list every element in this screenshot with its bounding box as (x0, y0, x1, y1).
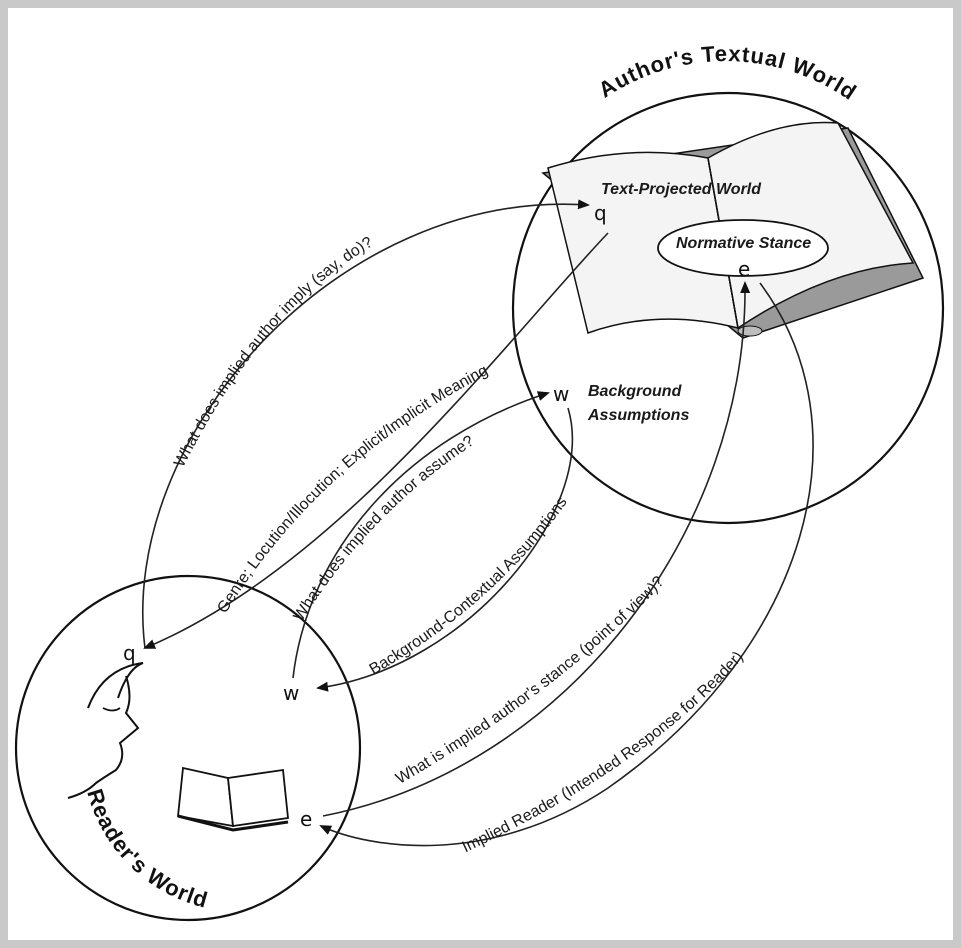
background-assumptions-line2: Assumptions (587, 407, 689, 424)
author-e: e (738, 257, 750, 281)
label-imply-path: What does implied author imply (say, do)… (171, 234, 376, 470)
diagram-canvas: Text-Projected World Normative Stance q … (14, 41, 945, 922)
arc-genre (143, 232, 609, 649)
label-implied-reader-path: Implied Reader (Intended Response for Re… (460, 648, 747, 856)
label-background: Background-Contextual Assumptions (367, 494, 571, 678)
label-background-path: Background-Contextual Assumptions (367, 494, 571, 678)
author-world: Text-Projected World Normative Stance q … (511, 41, 945, 525)
background-assumptions-line1: Background (588, 383, 683, 400)
label-assume-path: What does implied author assume? (291, 433, 478, 625)
author-q: q (594, 201, 607, 225)
reader-w: w (283, 681, 299, 705)
reader-e: e (300, 807, 312, 831)
label-implied-reader: Implied Reader (Intended Response for Re… (460, 648, 747, 856)
reader-face-icon (67, 662, 144, 799)
reader-book-icon (177, 766, 289, 832)
author-w: w (553, 382, 569, 406)
arc-background (316, 407, 574, 692)
reader-q: q (123, 641, 136, 665)
normative-stance-label: Normative Stance (676, 235, 811, 252)
label-genre-path: Genre; Locution/Illocution; Explicit/Imp… (214, 362, 490, 616)
arc-assume (292, 391, 550, 679)
label-genre: Genre; Locution/Illocution; Explicit/Imp… (214, 362, 490, 616)
reader-world-circle (14, 574, 362, 922)
arc-stance (322, 281, 751, 817)
normative-stance-ellipse (657, 219, 829, 277)
arc-implied-reader (319, 282, 814, 847)
label-assume: What does implied author assume? (291, 433, 478, 625)
label-imply: What does implied author imply (say, do)… (171, 234, 376, 470)
arc-imply (142, 199, 590, 649)
reader-world: q w e Reader's World (14, 574, 362, 922)
diagram-frame: Text-Projected World Normative Stance q … (8, 8, 953, 940)
text-projected-world-label: Text-Projected World (601, 181, 762, 198)
